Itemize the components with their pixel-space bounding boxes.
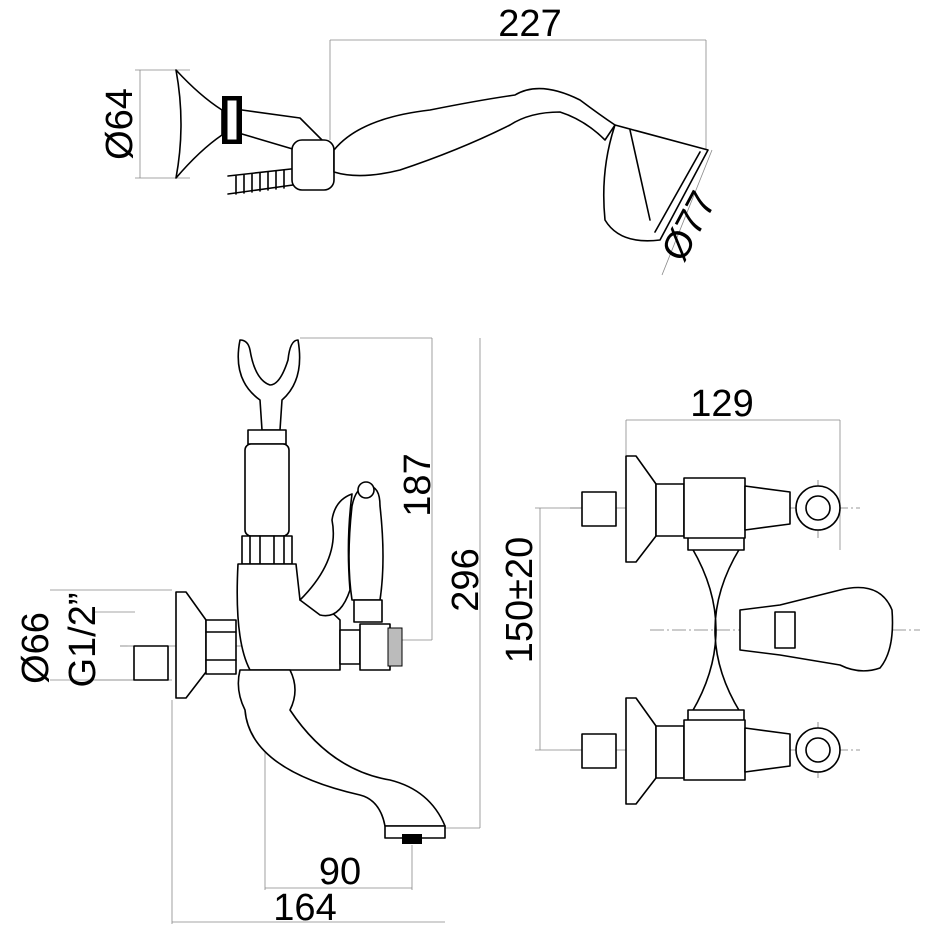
dim-90: 90 — [319, 851, 361, 893]
wall-flange — [175, 591, 207, 699]
dim-150-20: 150±20 — [499, 537, 541, 664]
dim-diameter-66: Ø66 — [15, 612, 57, 684]
front-view: 129 150±20 — [499, 383, 920, 805]
lower-valve — [581, 697, 841, 805]
upper-valve — [581, 455, 841, 563]
dim-129: 129 — [690, 383, 753, 425]
shower-handle — [333, 87, 616, 177]
spout — [237, 669, 446, 827]
shower-holder — [237, 339, 301, 431]
dim-187: 187 — [397, 453, 439, 516]
wall-bracket — [175, 69, 223, 179]
hose — [227, 167, 301, 195]
shower-head — [603, 124, 709, 242]
dim-296: 296 — [445, 548, 487, 611]
hand-shower-view: 227 Ø64 Ø77 — [99, 3, 725, 276]
spout-front — [739, 586, 894, 672]
dim-diameter-64: Ø64 — [99, 88, 141, 160]
dim-thread: G1/2” — [62, 592, 104, 687]
dim-164: 164 — [273, 887, 336, 929]
side-view: 187 296 Ø66 G1/2” 90 164 — [15, 337, 487, 929]
diverter-lever — [299, 493, 353, 617]
dim-227: 227 — [498, 3, 561, 45]
handle — [348, 485, 384, 601]
